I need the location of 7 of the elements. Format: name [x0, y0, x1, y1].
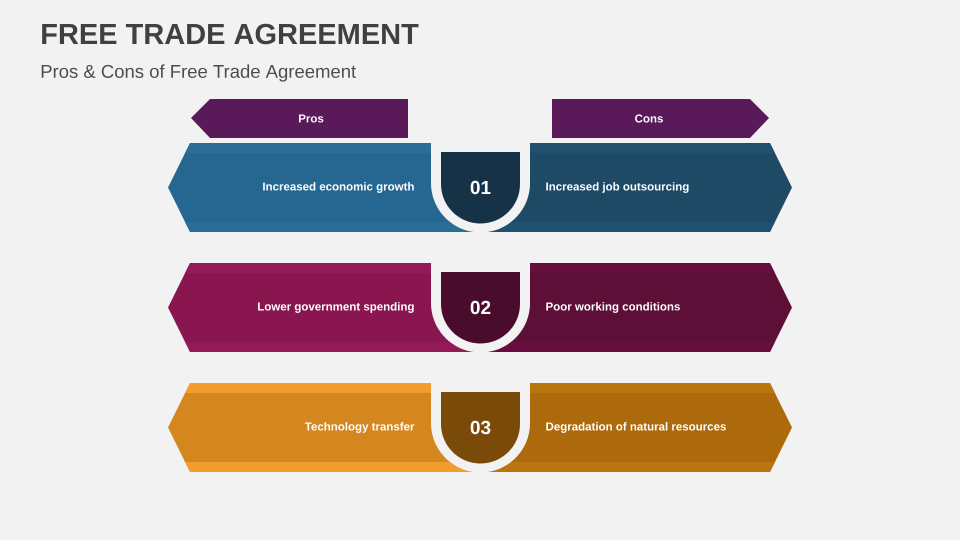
number-badge: 03 — [441, 392, 520, 464]
number-badge: 01 — [441, 152, 520, 224]
number-badge: 02 — [441, 272, 520, 344]
header-tab: Cons — [552, 99, 769, 138]
title: FREE TRADE AGREEMENT — [42, 24, 418, 44]
subtitle: Pros & Cons of Free Trade Agreement — [42, 64, 356, 82]
header-tab: Pros — [191, 99, 408, 138]
